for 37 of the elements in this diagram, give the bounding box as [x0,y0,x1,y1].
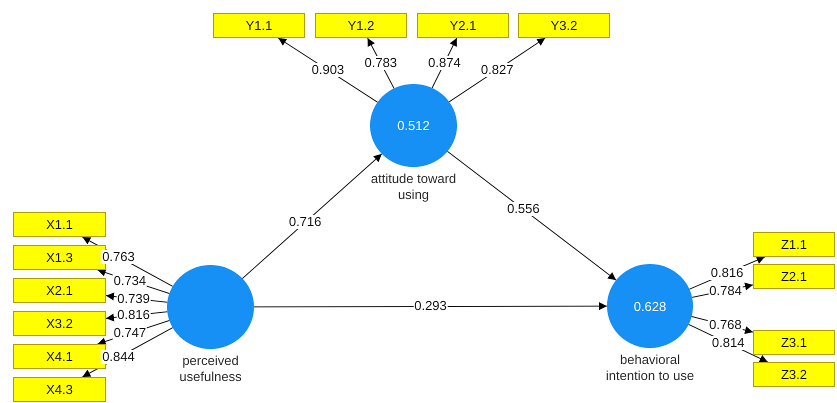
edge-label: 0.874 [427,56,462,70]
edge-label: 0.763 [101,250,136,264]
indicator-box: Z3.1 [753,330,835,355]
edge-label: 0.784 [708,284,743,298]
indicator-box: Y1.2 [315,13,407,38]
indicator-box: Z1.1 [753,232,835,257]
edge-label: 0.768 [708,318,743,332]
edge-label: 0.827 [480,62,514,77]
edge-label: 0.716 [288,215,322,230]
construct-name: behavioral intention to use [604,352,696,384]
indicator-box: Z2.1 [753,264,835,289]
indicator-box: X1.1 [13,212,106,237]
construct-name: perceived usefulness [178,353,243,385]
edge-label: 0.293 [413,299,448,314]
indicator-box: X4.3 [13,377,106,402]
indicator-box: Z3.2 [753,362,835,387]
construct-name: attitude toward using [370,171,458,203]
indicator-box: X3.2 [13,311,106,336]
edge-label: 0.844 [101,350,136,364]
indicator-box: Y2.1 [417,13,509,38]
construct-circle: 0.628 [607,264,693,348]
path-arrow [254,302,608,310]
edge-label: 0.903 [310,63,346,78]
path-arrow [242,153,382,279]
indicator-box: X2.1 [13,278,106,303]
edge-label: 0.739 [116,292,151,306]
path-arrow [447,150,617,281]
indicator-box: Y1.1 [213,13,305,38]
edge-label: 0.816 [116,308,151,322]
construct-circle: 0.512 [370,84,457,167]
edge-label: 0.556 [506,202,541,216]
edge-label: 0.783 [364,56,398,70]
edge-label: 0.816 [710,266,744,280]
indicator-box: Y3.2 [518,13,610,38]
edge-label: 0.747 [112,326,148,340]
edge-label: 0.814 [710,336,746,350]
edge-label: 0.734 [112,274,148,288]
